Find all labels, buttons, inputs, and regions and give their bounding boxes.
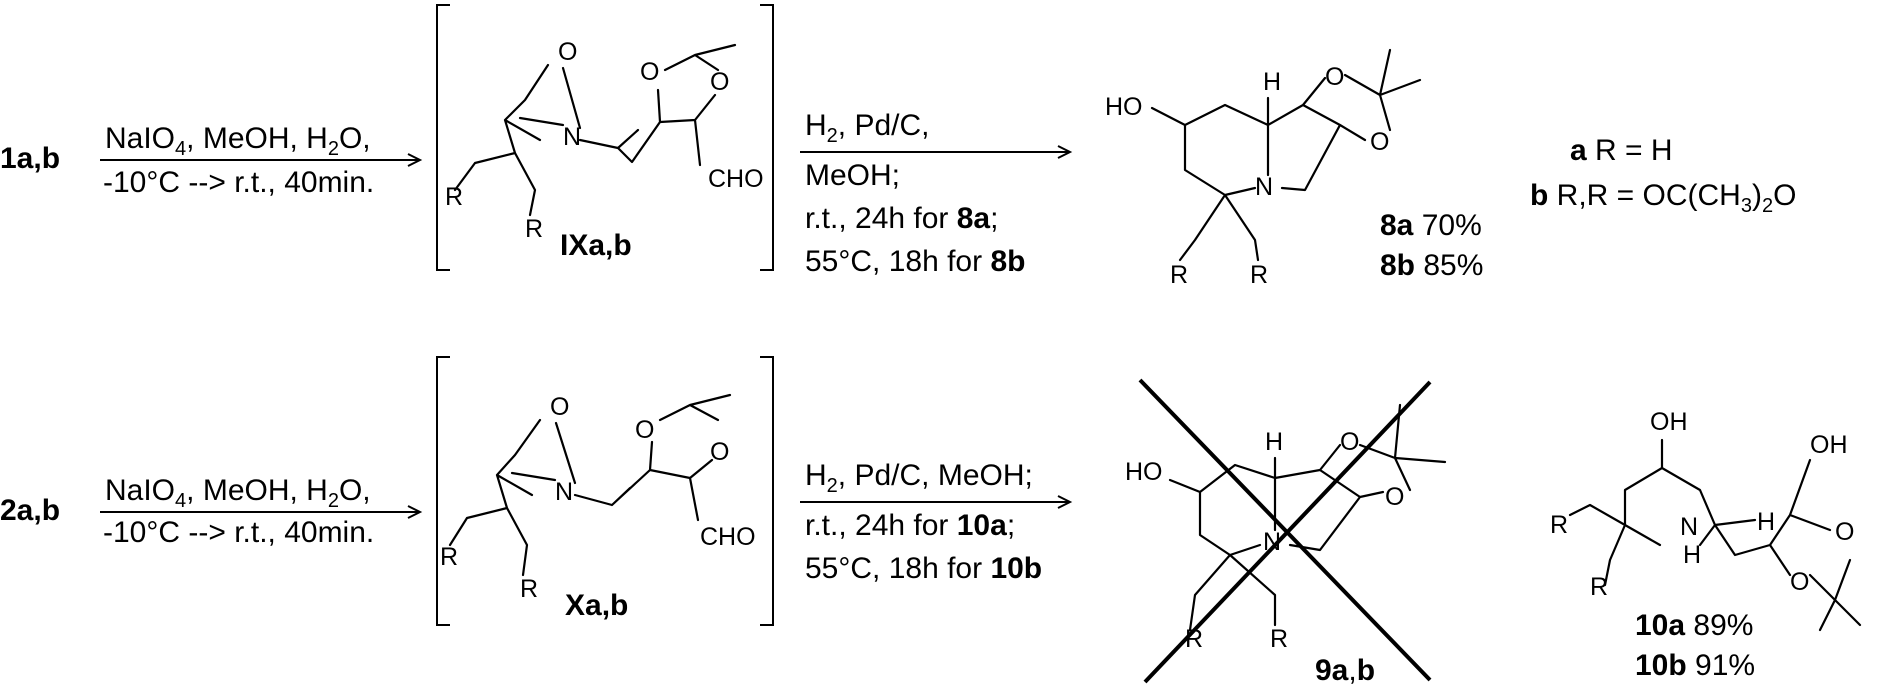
svg-text:R: R — [1590, 573, 1608, 601]
row1-step2-line2: MeOH; — [805, 159, 900, 192]
intermediate-X-structure: O N R R O O CHO — [440, 393, 756, 603]
product-8-structure: HO H O O N R R — [1105, 48, 1422, 289]
compound-2ab-label: 2a,b — [0, 494, 60, 527]
svg-text:R: R — [1270, 625, 1288, 653]
svg-text:N: N — [1263, 528, 1281, 556]
row2-bracket-left — [436, 356, 450, 626]
row2-step1-conditions: -10°C --> r.t., 40min. — [103, 516, 374, 549]
svg-text:R: R — [440, 543, 458, 571]
product-10a-yield: 10a 89% — [1635, 609, 1753, 642]
row2-arrow2-head — [1057, 495, 1073, 509]
svg-text:N: N — [1255, 173, 1273, 201]
compound-1ab-label: 1a,b — [0, 142, 60, 175]
row2-step1-reagents: NaIO4, MeOH, H2O, — [105, 474, 371, 512]
row2-bracket-right — [760, 356, 774, 626]
svg-text:R: R — [1170, 261, 1188, 289]
product-10-structure: OH R N H H OH O O R — [1550, 408, 1862, 632]
svg-text:O: O — [1370, 128, 1389, 156]
svg-text:N: N — [563, 123, 581, 151]
svg-text:R: R — [525, 215, 543, 243]
intermediate-IXab-label: IXa,b — [560, 229, 632, 262]
row2-step2-line1: H2, Pd/C, MeOH; — [805, 459, 1033, 497]
intermediate-Xab-label: Xa,b — [565, 589, 628, 622]
svg-text:R: R — [1185, 625, 1203, 653]
svg-text:O: O — [710, 438, 729, 466]
row1-step1-reagents: NaIO4, MeOH, H2O, — [105, 122, 371, 160]
svg-text:O: O — [1385, 483, 1404, 511]
svg-text:O: O — [1835, 518, 1854, 546]
svg-text:H: H — [1265, 428, 1283, 456]
svg-text:O: O — [640, 58, 659, 86]
svg-text:HO: HO — [1125, 458, 1163, 486]
svg-text:CHO: CHO — [700, 523, 756, 551]
svg-text:OH: OH — [1650, 408, 1688, 436]
svg-text:O: O — [710, 68, 729, 96]
svg-text:N: N — [1680, 513, 1698, 541]
svg-text:H: H — [1757, 508, 1775, 536]
svg-text:O: O — [635, 416, 654, 444]
svg-text:O: O — [550, 393, 569, 421]
svg-text:N: N — [555, 478, 573, 506]
product-8a-yield: 8a 70% — [1380, 209, 1482, 242]
svg-text:H: H — [1683, 541, 1701, 569]
row2-step2-line3: 55°C, 18h for 10b — [805, 552, 1042, 585]
row1-arrow1-head — [407, 153, 423, 167]
crossed-compound-9ab-label: 9a,b — [1315, 654, 1375, 687]
row1-step2-line3: r.t., 24h for 8a; — [805, 202, 998, 235]
svg-text:R: R — [445, 183, 463, 211]
svg-text:HO: HO — [1105, 93, 1143, 121]
svg-text:R: R — [520, 575, 538, 603]
intermediate-IX-structure: O N R R O O CHO — [445, 38, 764, 243]
svg-text:O: O — [558, 38, 577, 66]
svg-text:O: O — [1340, 428, 1359, 456]
svg-text:O: O — [1325, 63, 1344, 91]
svg-text:R: R — [1550, 511, 1568, 539]
row1-step2-line1: H2, Pd/C, — [805, 109, 930, 147]
row1-bracket-right — [760, 4, 774, 271]
legend-b: b R,R = OC(CH3)2O — [1530, 179, 1796, 217]
svg-text:CHO: CHO — [708, 165, 764, 193]
product-8b-yield: 8b 85% — [1380, 249, 1483, 282]
row2-step2-line2: r.t., 24h for 10a; — [805, 509, 1015, 542]
row1-step2-line4: 55°C, 18h for 8b — [805, 245, 1025, 278]
crossed-out-compound-9-structure: HO H O O N R R — [1125, 403, 1447, 653]
row1-step1-conditions: -10°C --> r.t., 40min. — [103, 166, 374, 199]
row1-bracket-left — [436, 4, 450, 271]
cross-out-line-1 — [1138, 378, 1432, 682]
row2-arrow1-head — [407, 505, 423, 519]
svg-text:O: O — [1790, 568, 1809, 596]
cross-out-line-2 — [1143, 380, 1432, 684]
svg-text:H: H — [1263, 68, 1281, 96]
row1-arrow2-head — [1057, 145, 1073, 159]
product-10b-yield: 10b 91% — [1635, 649, 1755, 682]
svg-text:OH: OH — [1810, 431, 1848, 459]
svg-text:R: R — [1250, 261, 1268, 289]
legend-a: a R = H — [1570, 134, 1673, 167]
